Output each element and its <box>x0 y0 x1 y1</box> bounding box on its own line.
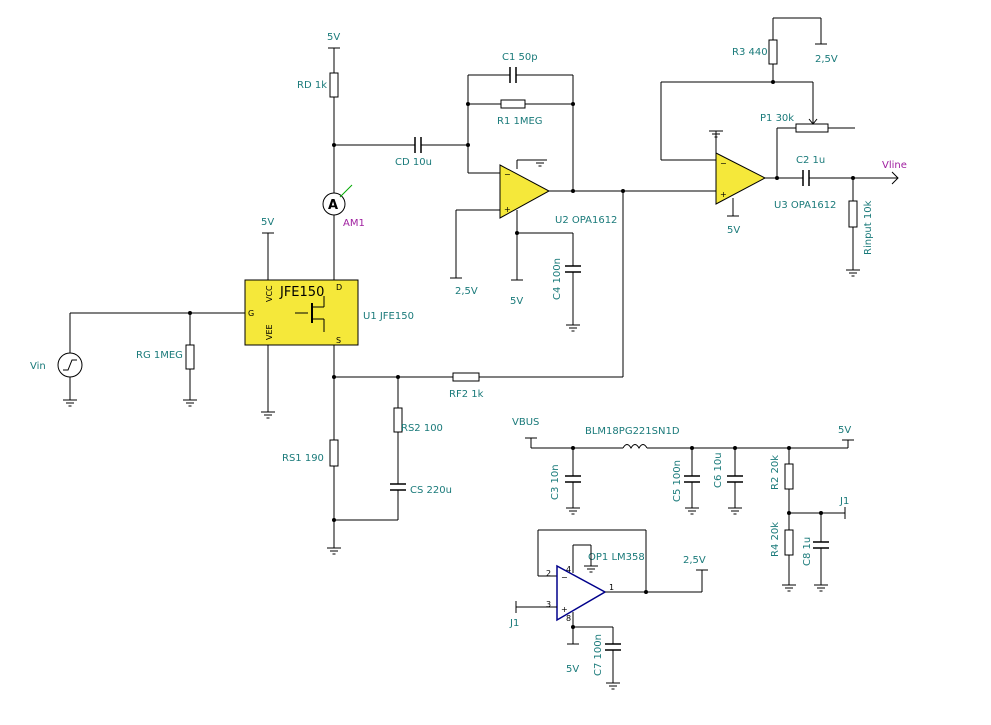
r1-resistor[interactable] <box>500 99 526 109</box>
ammeter-am1[interactable]: A <box>322 184 353 216</box>
svg-text:+: + <box>504 205 511 214</box>
r4-resistor[interactable] <box>784 529 794 585</box>
r3-resistor[interactable] <box>768 39 778 65</box>
c6-label: C6 10u <box>713 452 724 488</box>
ammeter-symbol: A <box>328 198 338 213</box>
op1-opamp[interactable]: − + <box>556 564 607 622</box>
jfe-g-pin: G <box>248 309 254 318</box>
rg-resistor[interactable] <box>185 313 195 400</box>
jfe-vcc-pin: VCC <box>265 285 274 302</box>
vline-label: Vline <box>882 160 907 171</box>
op1-pin2: 2 <box>546 569 551 578</box>
rg-label: RG 1MEG <box>136 350 183 361</box>
op1-pin1: 1 <box>609 583 614 592</box>
r2-resistor[interactable] <box>784 448 794 530</box>
am1-label: AM1 <box>343 218 365 229</box>
u3-5v-label: 5V <box>727 225 740 236</box>
p1-potentiometer[interactable] <box>795 118 829 133</box>
rs1-label: RS1 190 <box>282 453 324 464</box>
rf2-label: RF2 1k <box>449 389 484 400</box>
op1-pin3: 3 <box>546 600 551 609</box>
c3-label: C3 10n <box>550 464 561 500</box>
r2-label: R2 20k <box>770 455 781 490</box>
r1-label: R1 1MEG <box>497 116 543 127</box>
jfe-s-pin: S <box>336 336 341 345</box>
jfe-vee-pin: VEE <box>265 324 274 340</box>
cs-label: CS 220u <box>410 485 452 496</box>
rinput-resistor[interactable] <box>848 200 858 228</box>
vin-label: Vin <box>30 361 46 372</box>
jfe-d-pin: D <box>336 283 342 292</box>
op1-label: OP1 LM358 <box>588 552 645 563</box>
rs2-label: RS2 100 <box>401 423 443 434</box>
j1b-label: J1 <box>509 618 519 629</box>
cd-capacitor[interactable] <box>414 137 422 153</box>
r3-label: R3 440 <box>732 47 768 58</box>
op1-pin8: 8 <box>566 614 571 623</box>
u3-opamp[interactable]: − + <box>715 152 767 205</box>
vin-source[interactable] <box>57 352 83 378</box>
rf2-resistor[interactable] <box>452 372 480 382</box>
blm-ferrite[interactable] <box>622 444 648 450</box>
vbus-label: VBUS <box>512 417 539 428</box>
c5-label: C5 100n <box>672 460 683 502</box>
jfe150-block[interactable]: JFE150 VCC VEE G D S <box>244 279 359 346</box>
rs1-resistor[interactable] <box>329 439 339 467</box>
j1a-label: J1 <box>839 496 849 507</box>
c4-capacitor[interactable] <box>565 265 581 273</box>
svg-text:−: − <box>561 573 568 582</box>
c1-label: C1 50p <box>502 52 538 63</box>
rd-resistor[interactable] <box>328 47 340 145</box>
u2-opamp[interactable]: − + <box>499 164 551 219</box>
top-5v-label: 5V <box>327 32 340 43</box>
blm-label: BLM18PG221SN1D <box>585 426 680 437</box>
c2-capacitor[interactable] <box>802 170 810 186</box>
u3-label: U3 OPA1612 <box>774 200 836 211</box>
c3-capacitor[interactable] <box>565 448 581 508</box>
r3-2v5-label: 2,5V <box>815 54 838 65</box>
op1-2v5-label: 2,5V <box>683 555 706 566</box>
c1-capacitor[interactable] <box>509 67 517 83</box>
u1-label: U1 JFE150 <box>363 311 414 322</box>
jfe150-title: JFE150 <box>279 285 324 300</box>
c8-capacitor[interactable] <box>813 513 829 585</box>
c2-label: C2 1u <box>796 155 825 166</box>
p1-label: P1 30k <box>760 113 794 124</box>
u2-label: U2 OPA1612 <box>555 215 617 226</box>
cd-label: CD 10u <box>395 157 432 168</box>
cs-capacitor[interactable] <box>390 483 406 491</box>
c7-label: C7 100n <box>593 634 604 676</box>
c4-label: C4 100n <box>552 258 563 300</box>
c5-capacitor[interactable] <box>684 448 700 508</box>
svg-text:−: − <box>720 159 727 168</box>
jfe-5v-label: 5V <box>261 217 274 228</box>
c6-capacitor[interactable] <box>727 448 743 508</box>
c8-label: C8 1u <box>802 537 813 566</box>
svg-text:−: − <box>504 170 511 179</box>
svg-text:+: + <box>561 605 568 614</box>
u2-5v-label: 5V <box>510 296 523 307</box>
svg-text:+: + <box>720 190 727 199</box>
rinput-label: Rinput 10k <box>863 200 874 255</box>
op1-5v-label: 5V <box>566 664 579 675</box>
rd-label: RD 1k <box>297 80 327 91</box>
u2-2v5-label: 2,5V <box>455 286 478 297</box>
power-5v-label: 5V <box>838 425 851 436</box>
c7-capacitor[interactable] <box>605 627 621 683</box>
op1-pin4: 4 <box>566 565 571 574</box>
r4-label: R4 20k <box>770 522 781 557</box>
